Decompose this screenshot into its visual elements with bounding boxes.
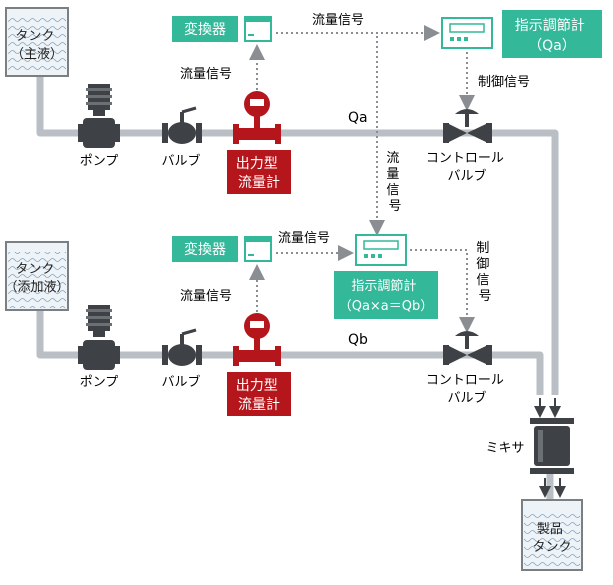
upper-flowmeter-icon: [233, 91, 281, 144]
upper-control-valve-line1: コントロール: [426, 151, 504, 166]
mixer-icon: [530, 418, 574, 474]
tank-main-line2: （主液）: [11, 47, 63, 62]
lower-valve-icon: [162, 328, 202, 366]
lower-indicator-line1: 指示調節計: [351, 278, 416, 294]
lower-signal-up-label: 流量信号: [180, 289, 232, 304]
upper-control-valve-label: コントロール バルブ: [426, 151, 508, 184]
lower-pump-icon: [78, 305, 120, 370]
lower-control-c2: 御: [476, 257, 489, 272]
upper-indicator-icon: [441, 17, 493, 49]
upper-flow-label: Qa: [348, 110, 368, 126]
lower-indicator-badge: [334, 271, 438, 319]
cross-signal-c3: 信: [386, 183, 399, 198]
upper-pump-label: ポンプ: [80, 154, 119, 169]
lower-control-valve-line2: バルブ: [447, 390, 486, 406]
lower-flowmeter-label: 出力型 流量計: [236, 378, 282, 413]
lower-pump-label: ポンプ: [80, 375, 119, 390]
lower-flow-label: Qb: [348, 332, 368, 348]
tank-additive-line2: （添加液）: [4, 280, 69, 295]
tank-product-line2: タンク: [532, 540, 571, 555]
lower-control-valve-label: コントロール バルブ: [426, 373, 508, 406]
mixer-inlet-arrows: [534, 398, 561, 418]
upper-flowmeter-badge: [227, 150, 291, 194]
lower-valve-label: バルブ: [161, 374, 200, 390]
lower-indicator-line2: （Qa×a＝Qb）: [339, 299, 434, 314]
lower-control-c4: 号: [478, 289, 491, 304]
tank-product-label: 製品 タンク: [532, 522, 571, 555]
cross-signal-c1: 流: [386, 151, 399, 166]
upper-converter-icon: [244, 16, 272, 42]
tank-additive: [5, 241, 69, 311]
cross-signal-c4: 号: [388, 199, 401, 214]
lower-signal-top-label: 流量信号: [278, 231, 330, 246]
lower-control-signal-label: 制 御 信 号: [476, 241, 493, 304]
lower-control-signal-line: [410, 249, 475, 333]
lower-pipe: [36, 290, 544, 395]
tank-additive-label: タンク （添加液）: [4, 262, 69, 295]
lower-control-valve-line1: コントロール: [426, 373, 504, 388]
lower-control-c1: 制: [476, 241, 489, 256]
tank-main-label: タンク （主液）: [11, 29, 63, 62]
lower-indicator-label: 指示調節計 （Qa×a＝Qb）: [339, 278, 434, 314]
tank-product: [521, 499, 583, 571]
cross-signal-c2: 量: [386, 167, 399, 182]
upper-indicator-line1: 指示調節計: [515, 17, 585, 34]
upper-flowmeter-line1: 出力型: [236, 156, 278, 172]
upper-signal-top-label: 流量信号: [312, 13, 364, 28]
lower-flowmeter-line2: 流量計: [238, 397, 280, 413]
lower-converter-icon: [244, 236, 272, 262]
tank-additive-line1: タンク: [15, 262, 54, 277]
mixer-outlet-arrows: [539, 478, 566, 498]
upper-converter-label: 変換器: [184, 21, 226, 38]
upper-flowmeter-label: 出力型 流量計: [236, 156, 282, 191]
lower-flowmeter-badge: [227, 372, 291, 416]
upper-converter-badge: [172, 16, 238, 42]
upper-pipe: [36, 60, 559, 395]
upper-control-valve-icon: [443, 109, 492, 143]
tank-main-line1: タンク: [15, 29, 54, 44]
upper-flowmeter-line2: 流量計: [238, 175, 280, 191]
upper-valve-label: バルブ: [161, 153, 200, 169]
lower-control-valve-icon: [443, 331, 492, 365]
upper-indicator-badge: [502, 10, 602, 58]
mixer-label: ミキサ: [485, 441, 524, 456]
cross-signal-label: 流 量 信 号: [386, 151, 403, 214]
upper-indicator-line2: （Qa）: [528, 38, 576, 54]
lower-indicator-icon: [355, 234, 407, 266]
upper-control-valve-line2: バルブ: [447, 168, 486, 184]
upper-valve-icon: [162, 106, 202, 144]
tank-main: [5, 7, 69, 77]
lower-converter-badge: [172, 236, 238, 262]
upper-pump-icon: [78, 84, 120, 148]
upper-control-signal-label: 制御信号: [478, 75, 530, 90]
upper-signal-up-label: 流量信号: [180, 67, 232, 82]
lower-flowmeter-icon: [233, 313, 281, 366]
lower-flowmeter-line1: 出力型: [236, 378, 278, 394]
lower-converter-label: 変換器: [184, 241, 226, 258]
tank-product-line1: 製品: [537, 522, 563, 537]
upper-indicator-label: 指示調節計 （Qa）: [515, 17, 589, 54]
lower-control-c3: 信: [476, 273, 489, 288]
